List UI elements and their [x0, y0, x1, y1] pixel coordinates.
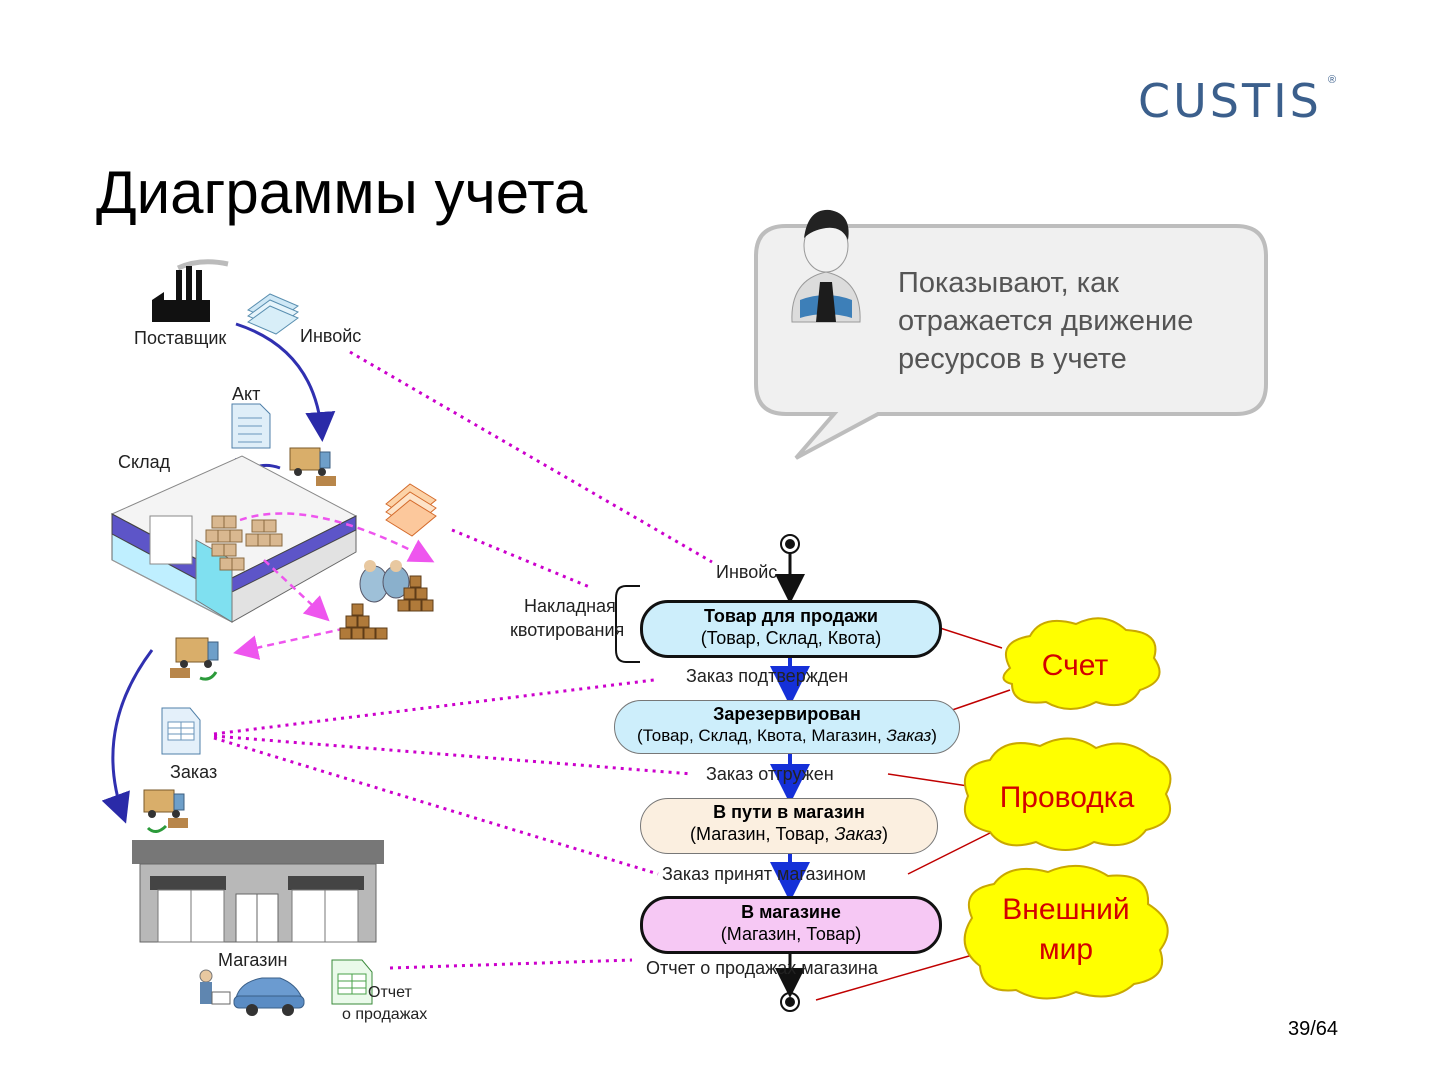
cloud-label-provodka: Проводка: [999, 781, 1135, 814]
flow-invoice-label: Инвойс: [716, 562, 778, 582]
final-state: [780, 992, 800, 1012]
transition-label: Отчет о продажах магазина: [646, 958, 878, 978]
side-label-line1: Накладная: [524, 596, 616, 616]
state-detail: (Магазин, Товар): [720, 924, 862, 944]
state-in-transit: В пути в магазин (Магазин, Товар, Заказ): [640, 798, 938, 854]
side-label-line2: квотирования: [510, 620, 625, 640]
state-reserved: Зарезервирован (Товар, Склад, Квота, Маг…: [614, 700, 960, 754]
side-bracket: [615, 585, 640, 663]
state-detail: (Магазин, Товар, Заказ): [690, 824, 888, 844]
act-document-icon: [231, 403, 271, 449]
cloud-schet: [1002, 617, 1161, 710]
workers-icon: [359, 560, 410, 603]
person-icon: [791, 209, 861, 323]
state-for-sale: Товар для продажи (Товар, Склад, Квота): [640, 600, 942, 658]
warehouse-label: Склад: [118, 452, 171, 472]
page-number: 39/64: [1288, 1018, 1339, 1040]
transition-label: Заказ принят магазином: [662, 864, 866, 884]
transition-label: Заказ подтвержден: [686, 666, 849, 686]
quota-documents-icon: [385, 483, 437, 537]
act-label: Акт: [232, 384, 261, 404]
sales-report-label-1: Отчет: [368, 984, 412, 1001]
state-detail: (Товар, Склад, Квота): [700, 628, 882, 648]
cloud-label-vneshniy: Внешний: [1002, 893, 1130, 926]
order-label: Заказ: [170, 762, 218, 782]
truck-icon-2: [170, 637, 219, 681]
state-title: В пути в магазин: [713, 802, 865, 822]
factory-icon: [152, 259, 229, 322]
cloud-label-mir: мир: [1038, 933, 1094, 966]
invoice-label-left: Инвойс: [300, 326, 362, 346]
cloud-vneshniy-mir: [963, 864, 1169, 1000]
cloud-label-schet: Счет: [1041, 649, 1109, 682]
store-label: Магазин: [218, 950, 288, 970]
boxes-pile-icon: [205, 515, 283, 571]
state-title: Зарезервирован: [713, 704, 861, 724]
store-building: [132, 840, 384, 943]
order-document-icon: [161, 707, 201, 755]
sales-report-label-2: о продажах: [342, 1006, 428, 1023]
supplier-to-warehouse-arrow: [235, 322, 336, 442]
dotted-links: [213, 350, 713, 970]
car-icon: [233, 977, 305, 1016]
custis-logo: CUSTIS: [1138, 74, 1322, 128]
pallet-boxes-icon: [339, 575, 434, 640]
transition-label: Заказ отгружен: [706, 764, 834, 784]
state-title: В магазине: [741, 902, 841, 922]
callout-text: Показывают, как отражается движение ресу…: [898, 267, 1194, 375]
cloud-provodka: [963, 737, 1172, 851]
invoice-documents-icon: [246, 293, 300, 335]
state-in-store: В магазине (Магазин, Товар): [640, 896, 942, 954]
state-detail: (Товар, Склад, Квота, Магазин, Заказ): [637, 726, 937, 745]
registered-mark: ®: [1328, 74, 1337, 86]
supplier-label: Поставщик: [134, 328, 227, 348]
state-title: Товар для продажи: [704, 606, 878, 626]
truck-icon-3: [143, 789, 188, 833]
page-title: Диаграммы учета: [96, 159, 588, 226]
shopper-icon: [199, 969, 231, 1005]
warehouse-to-store-arrow: [101, 649, 154, 824]
truck-icon: [289, 447, 336, 486]
speech-bubble: [754, 224, 1268, 460]
sales-report-document-icon: [331, 959, 373, 1005]
